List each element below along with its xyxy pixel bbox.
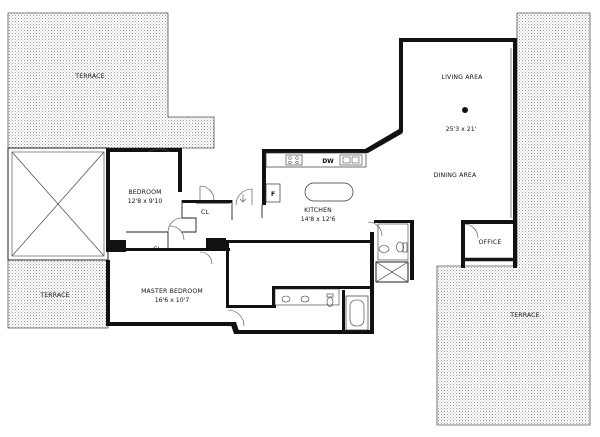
terrace-left-label: TERRACE	[39, 292, 69, 299]
dining-area-label: DINING AREA	[434, 172, 477, 179]
doors	[147, 148, 479, 327]
terrace-right-label: TERRACE	[509, 312, 539, 319]
living-area-dims: 25'3 x 21'	[446, 126, 477, 133]
master-bedroom-dims: 16'6 x 10'7	[155, 297, 190, 304]
bedroom-label: BEDROOM	[128, 189, 161, 196]
closet-label-1: CL	[201, 209, 209, 216]
kitchen-dims: 14'8 x 12'6	[301, 216, 336, 223]
terrace-top-left-label: TERRACE	[74, 73, 104, 80]
terrace-top-left	[7, 12, 215, 149]
fridge-label: F	[271, 191, 275, 198]
office-label: OFFICE	[479, 239, 502, 246]
bath-fixtures	[274, 223, 409, 331]
closet-details	[110, 240, 226, 248]
kitchen-label: KITCHEN	[304, 207, 332, 214]
bedroom-dims: 12'8 x 9'10	[128, 198, 163, 205]
skylight-void	[7, 147, 109, 261]
closet-label-2: CL	[153, 246, 161, 253]
living-area-label: LIVING AREA	[441, 74, 483, 81]
master-bedroom-label: MASTER BEDROOM	[141, 288, 203, 295]
kitchen-fixtures	[265, 152, 367, 203]
light-fixture-icon	[462, 107, 468, 113]
dishwasher-label: DW	[322, 158, 334, 165]
